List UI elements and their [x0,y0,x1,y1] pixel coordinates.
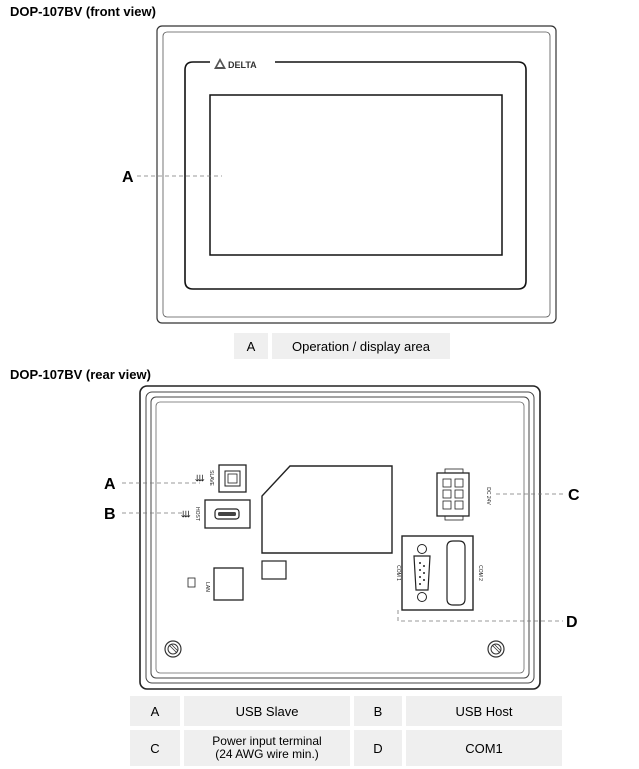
callout-a-rear: A [104,476,116,493]
delta-logo-text: DELTA [228,60,257,70]
power-terminal: DC 24V [436,468,491,521]
callout-a-front: A [122,169,134,186]
front-panel-frame [184,61,527,290]
front-legend-key: A [232,331,270,361]
rear-legend-desc-usb-host: USB Host [404,694,564,728]
callout-d-rear-line [397,610,563,622]
usb-host-icon: ⇶ [180,510,191,518]
front-view-device: DELTA A [122,25,557,324]
slave-label: SLAVE [208,470,214,486]
display-screen [209,94,503,256]
screw-right [487,640,505,658]
lan-port: LAN [187,567,244,601]
rear-small-square [261,560,287,580]
lan-label: LAN [204,582,210,592]
usb-slave-icon: ⇶ [194,474,205,482]
rear-legend-desc-usb-slave: USB Slave [182,694,352,728]
front-inner-bezel [162,31,551,318]
com-ports: COM 1 COM 2 [395,535,483,611]
rear-outer-case [139,385,541,690]
rear-case-rim-1 [145,391,535,684]
rear-legend-row-2: C Power input terminal (24 AWG wire min.… [128,728,564,768]
com2-label: COM 2 [477,565,483,581]
usb-host-port: HOST ⇶ [180,499,251,529]
rear-case-rim-2 [150,396,530,679]
com1-label: COM 1 [395,565,401,581]
callout-d-rear: D [566,614,578,631]
rear-legend-key-b: B [352,694,404,728]
front-view-heading: DOP-107BV (front view) [10,4,156,19]
front-legend-row: A Operation / display area [232,331,452,361]
rear-legend-desc-com1: COM1 [404,728,564,768]
power-desc-line-2: (24 AWG wire min.) [215,747,319,761]
callout-c-rear: C [568,487,580,504]
front-legend-table: A Operation / display area [232,331,452,361]
rear-legend-key-c: C [128,728,182,768]
front-legend-desc: Operation / display area [270,331,452,361]
rear-legend-key-d: D [352,728,404,768]
rear-case-rim-3 [155,401,525,674]
rear-legend-table: A USB Slave B USB Host C Power input ter… [128,694,564,768]
host-label: HOST [194,507,200,521]
callout-b-rear: B [104,506,116,523]
power-desc-line-1: Power input terminal [212,734,322,748]
lan-icon [187,577,196,588]
delta-logo: DELTA [214,58,257,70]
com1-port: COM 1 [395,544,431,602]
com2-port: COM 2 [446,540,483,606]
rear-legend-desc-power: Power input terminal (24 AWG wire min.) [182,728,352,768]
usb-slave-port: SLAVE ⇶ [194,464,247,493]
screw-left [164,640,182,658]
front-outer-bezel [156,25,557,324]
rear-legend-row-1: A USB Slave B USB Host [128,694,564,728]
dc-24v-label: DC 24V [485,487,491,505]
rear-legend-key-a: A [128,694,182,728]
rear-view-heading: DOP-107BV (rear view) [10,367,151,382]
rear-label-area [261,465,393,554]
rear-view-device: SLAVE ⇶ HOST ⇶ LAN DC 24 [104,385,580,690]
